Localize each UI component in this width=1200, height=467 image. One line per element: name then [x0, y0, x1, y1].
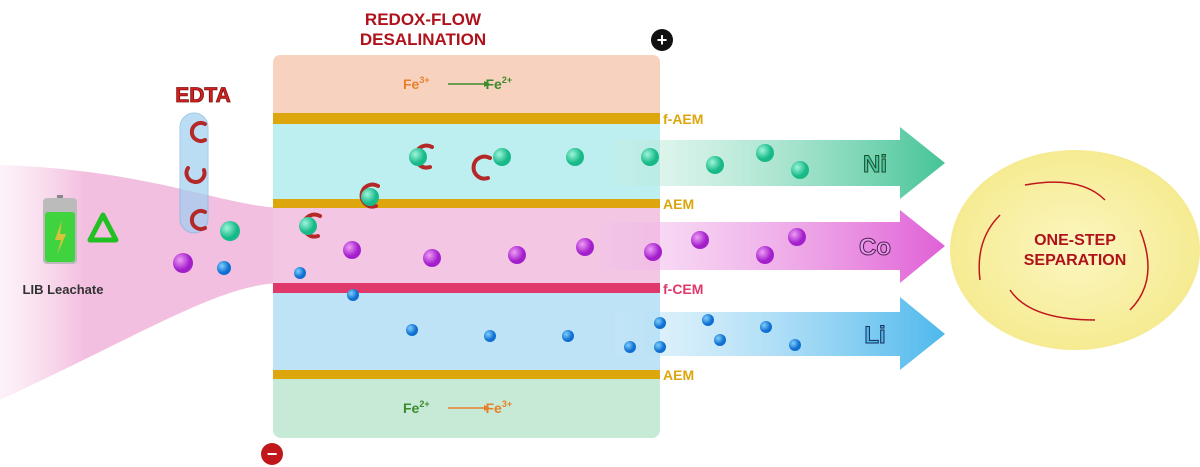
top-reaction: Fe3+ Fe2+: [403, 70, 512, 92]
negative-electrode: −: [261, 443, 283, 465]
bottom-reaction: Fe2+ Fe3+: [403, 394, 512, 416]
title-line1: REDOX-FLOW: [365, 10, 482, 29]
label-f-cem: f-CEM: [663, 281, 703, 297]
label-aem-1: AEM: [663, 196, 694, 212]
li-channel: [273, 293, 660, 370]
ni-output-arrow: [615, 127, 945, 199]
edta-label: EDTA: [175, 84, 231, 107]
co-label: Co: [859, 234, 891, 261]
plus-icon: +: [657, 30, 668, 50]
ni-label: Ni: [863, 151, 887, 178]
li-label: Li: [864, 322, 885, 349]
feed-channel: [273, 208, 660, 283]
li-output-arrow: [615, 297, 945, 370]
svg-text:ONE-STEP: ONE-STEP: [1034, 232, 1116, 249]
membrane-f-aem: [273, 113, 660, 124]
one-step-separation: ONE-STEP SEPARATION: [950, 150, 1200, 350]
svg-text:SEPARATION: SEPARATION: [1024, 252, 1127, 269]
membrane-aem-1: [273, 199, 660, 208]
label-f-aem: f-AEM: [663, 111, 703, 127]
li-ions: [217, 261, 801, 353]
lib-leachate-label: LIB Leachate: [23, 282, 104, 297]
co-output-arrow: [600, 210, 945, 283]
membrane-aem-2: [273, 370, 660, 379]
desalination-cell: [273, 55, 660, 438]
minus-icon: −: [267, 444, 278, 464]
recycle-icon: [87, 212, 119, 243]
co-ions: [173, 228, 806, 273]
ni-ions: [220, 144, 809, 241]
ni-channel: [273, 124, 660, 199]
positive-electrode: +: [651, 29, 673, 51]
membrane-f-cem: [273, 283, 660, 293]
title-line2: DESALINATION: [360, 30, 486, 49]
battery-icon: [43, 195, 77, 264]
label-aem-2: AEM: [663, 367, 694, 383]
